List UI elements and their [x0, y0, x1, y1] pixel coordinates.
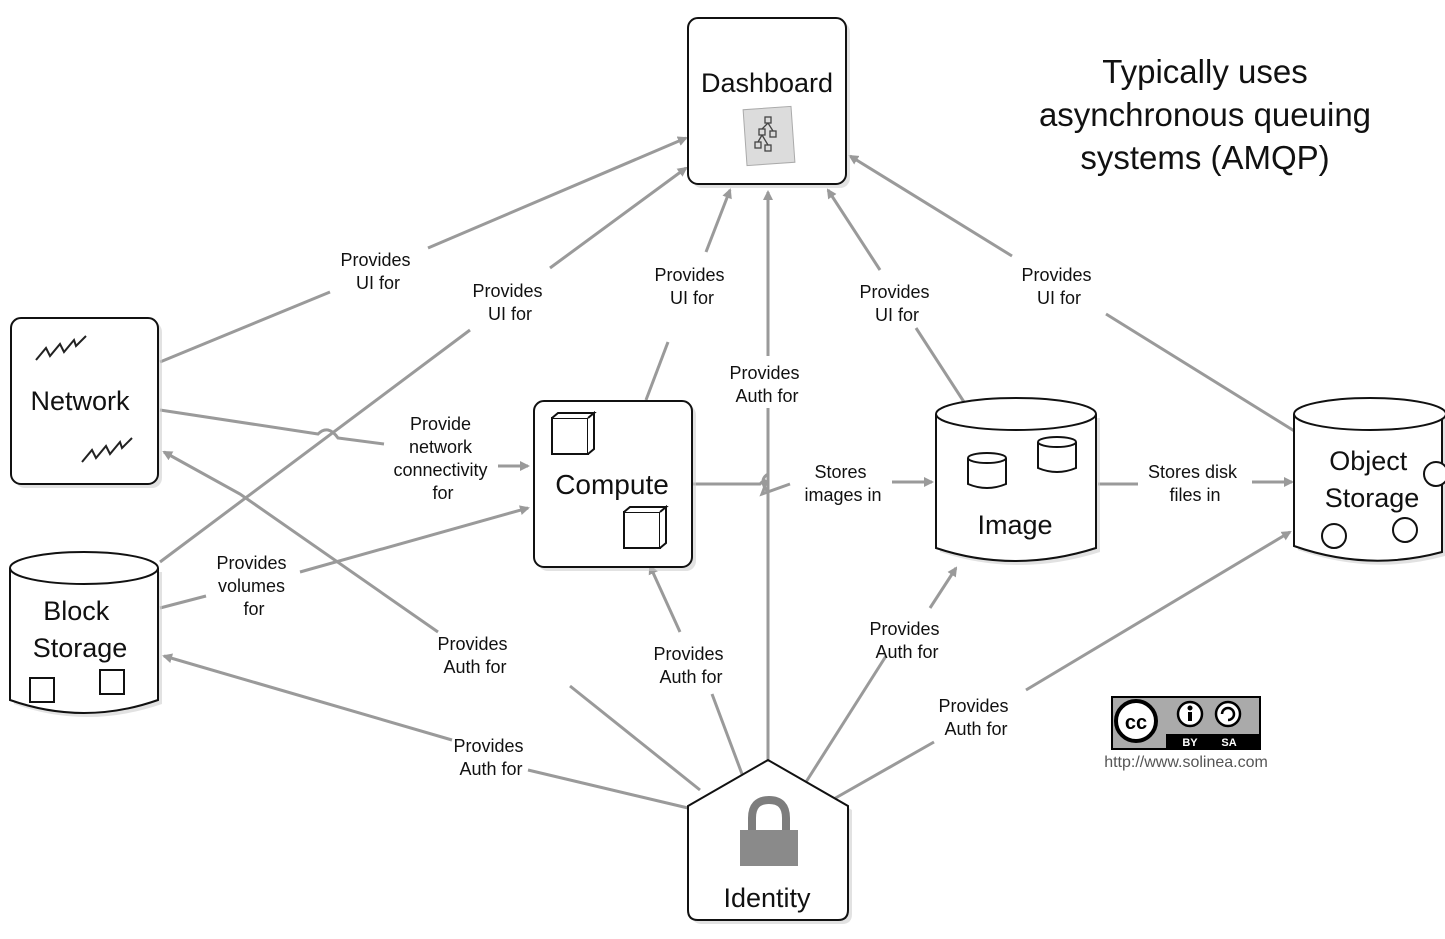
disk-icon	[1037, 436, 1077, 473]
lightning-icon	[81, 437, 133, 463]
edge-label-compute-ui: Provides UI for	[654, 265, 729, 308]
node-dashboard: Dashboard	[687, 17, 850, 188]
node-network: Network	[10, 317, 162, 488]
edge-label-block-ui: Provides UI for	[472, 281, 547, 324]
license-url: http://www.solinea.com	[1104, 754, 1268, 771]
edge-label-auth-network: Provides Auth for	[437, 634, 512, 677]
edge-identity-image-b	[928, 566, 958, 609]
edge-label-image-ui: Provides UI for	[859, 282, 934, 325]
cc-badge-icon: cc BY SA	[1111, 696, 1261, 750]
lightning-icon	[35, 335, 87, 361]
edge-identity-object-b	[1025, 530, 1292, 692]
square-icon	[99, 669, 125, 695]
compute-label: Compute	[555, 469, 669, 500]
dashboard-icon	[742, 105, 796, 167]
edges	[159, 136, 1297, 810]
edge-image-dashboard-a	[914, 327, 966, 403]
circle-icon	[1392, 517, 1418, 543]
svg-text:SA: SA	[1221, 737, 1236, 749]
node-object-storage: Object Storage	[1293, 397, 1445, 565]
amqp-note-line-2: asynchronous queuing	[1038, 96, 1372, 133]
edge-label-identity-auth-dashboard: Provides Auth for	[729, 363, 804, 406]
edge-compute-dashboard-a	[644, 341, 670, 401]
square-icon	[29, 677, 55, 703]
disk-icon	[967, 452, 1007, 489]
edge-label-network-connectivity: Provide network connectivity for	[393, 414, 492, 503]
edge-label-stores-images: Stores images in	[804, 462, 881, 505]
svg-text:cc: cc	[1125, 712, 1147, 734]
circle-icon	[1321, 523, 1347, 549]
edge-identity-compute-a	[710, 693, 744, 775]
cube-icon	[551, 410, 597, 455]
edge-network-dashboard-a	[159, 290, 331, 364]
edge-identity-image-a	[804, 655, 888, 783]
edge-block-dashboard-b	[549, 166, 688, 270]
padlock-icon	[740, 795, 798, 866]
object-storage-label: Object Storage	[1325, 446, 1420, 513]
edge-identity-object-a	[831, 740, 935, 802]
edge-label-network-ui: Provides UI for	[340, 250, 415, 293]
edge-object-dashboard-a	[1105, 312, 1297, 434]
edge-identity-block-b	[162, 653, 453, 742]
edge-identity-network-a	[569, 684, 701, 792]
edge-block-dashboard-a	[159, 328, 471, 564]
edge-compute-image-a	[692, 479, 791, 497]
edge-network-dashboard-b	[427, 136, 688, 250]
edge-image-dashboard-b	[826, 188, 882, 271]
edge-label-auth-compute: Provides Auth for	[653, 644, 728, 687]
network-label: Network	[30, 386, 130, 416]
edge-label-stores-disk: Stores disk files in	[1148, 462, 1242, 505]
amqp-note-line-3: systems (AMQP)	[1080, 139, 1330, 176]
node-block-storage: Block Storage	[9, 551, 162, 717]
amqp-note-line-1: Typically uses	[1102, 53, 1308, 90]
edge-object-dashboard-b	[848, 154, 1013, 258]
amqp-note: Typically uses asynchronous queuing syst…	[990, 50, 1420, 179]
edge-compute-dashboard-b	[704, 188, 732, 253]
edge-network-compute-a	[159, 408, 385, 446]
identity-label: Identity	[723, 883, 811, 913]
block-storage-label: Block Storage	[33, 596, 128, 663]
dashboard-label: Dashboard	[701, 68, 833, 98]
edge-labels: Provides UI for Provides UI for Provides…	[216, 250, 1242, 779]
edge-label-object-ui: Provides UI for	[1021, 265, 1096, 308]
svg-text:BY: BY	[1182, 737, 1198, 749]
circle-icon	[1423, 461, 1445, 487]
edge-label-auth-object: Provides Auth for	[938, 696, 1013, 739]
edge-label-volumes: Provides volumes for	[216, 553, 291, 619]
cube-icon	[623, 504, 669, 549]
edge-identity-network-b	[162, 450, 439, 634]
node-identity: Identity	[687, 758, 852, 924]
edge-identity-compute-b	[648, 564, 682, 633]
node-image: Image	[935, 397, 1100, 565]
edge-block-compute-a	[159, 594, 207, 610]
node-compute: Compute	[533, 400, 696, 571]
edge-label-auth-image: Provides Auth for	[869, 619, 944, 662]
edge-block-compute-b	[299, 505, 530, 574]
image-label: Image	[977, 510, 1052, 540]
edge-identity-block-a	[527, 768, 689, 810]
edge-label-auth-block: Provides Auth for	[453, 736, 528, 779]
